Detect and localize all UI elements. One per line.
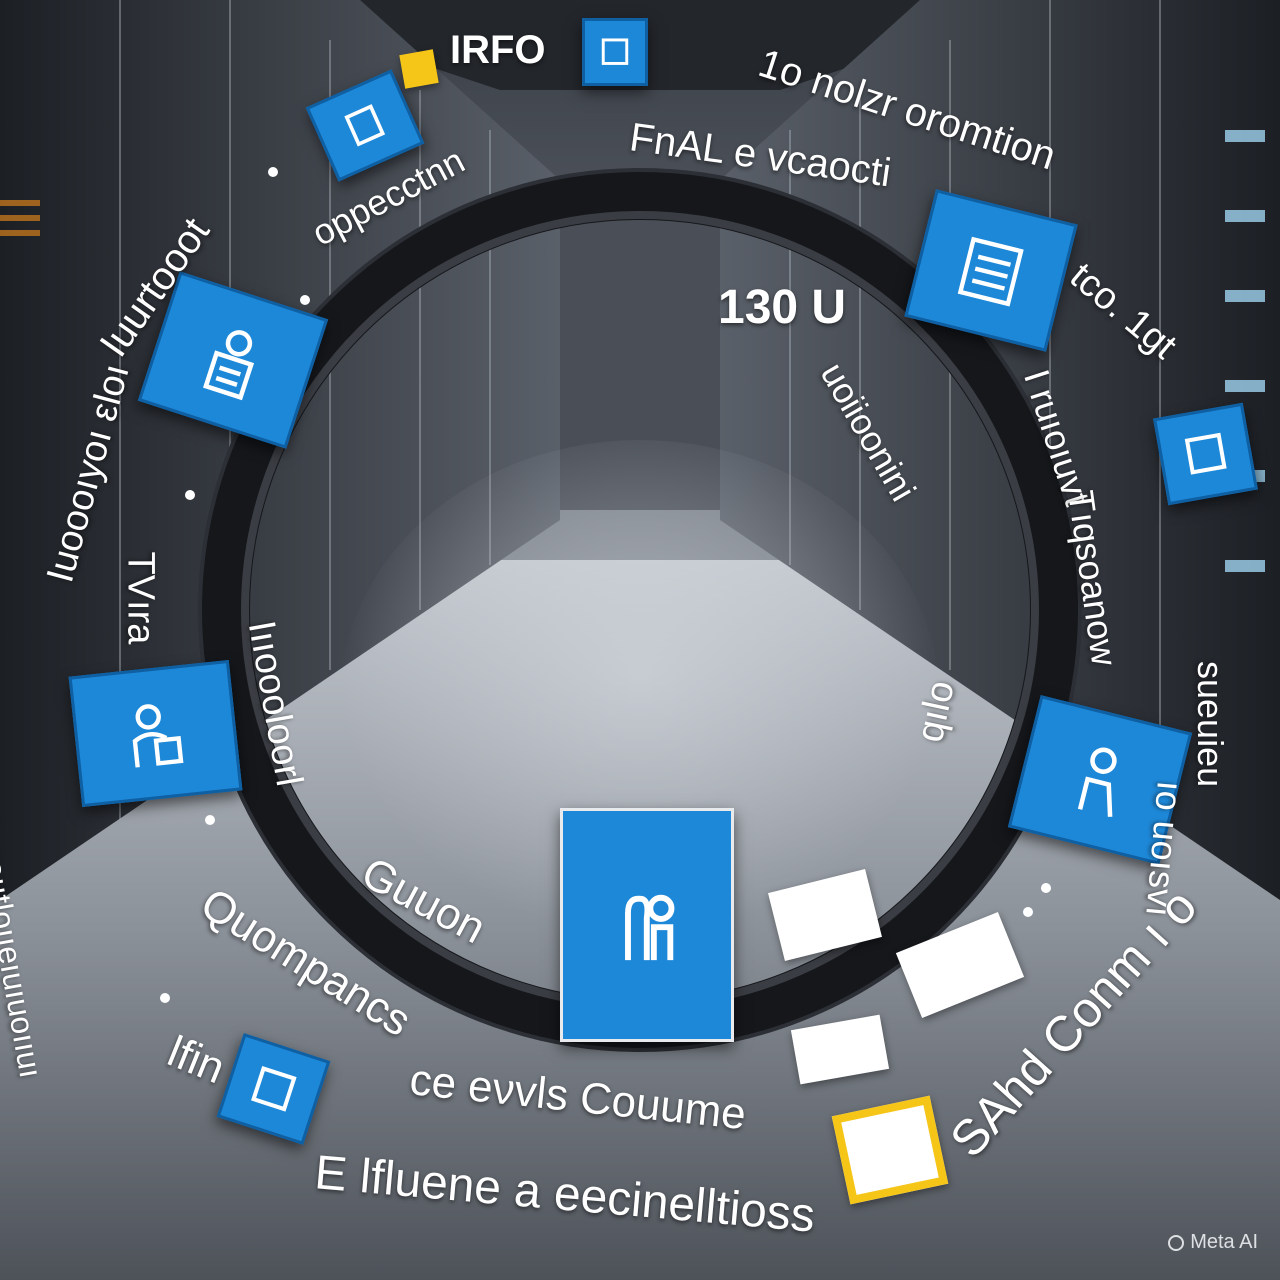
person-seated-icon — [1077, 746, 1117, 817]
label-130: 130 U — [718, 281, 847, 334]
person-stack-icon — [132, 703, 184, 768]
checklist-icon-small — [1184, 433, 1227, 475]
checklist-icon — [957, 236, 1024, 307]
doc-icon-small — [344, 104, 386, 147]
person-stack-tile-left — [68, 659, 243, 808]
meta-ai-watermark: Meta AI — [1168, 1231, 1258, 1254]
meta-ai-label: Meta AI — [1190, 1231, 1258, 1253]
report-tile-center — [560, 808, 734, 1042]
label-left-inner-v: TVıra — [119, 551, 162, 645]
label-top-info: IRFO — [450, 28, 546, 72]
image-doc-icon — [250, 1066, 297, 1112]
small-doc-tile-top — [305, 69, 425, 182]
floor-reflection — [340, 440, 940, 960]
document-person-icon — [202, 329, 254, 400]
small-doc-tile-bottom-left — [216, 1033, 331, 1145]
report-icon — [625, 895, 675, 961]
grid-doc-icon — [601, 38, 629, 66]
yellow-badge-top — [399, 49, 439, 89]
decor-dots — [160, 167, 1051, 1003]
label-right-edge: sueuieu — [1190, 661, 1231, 788]
central-ring-inner-edge — [198, 168, 1082, 1052]
document-person-tile — [137, 271, 329, 449]
checklist-tile-right — [904, 189, 1078, 352]
person-stack-tile-right — [1007, 695, 1193, 865]
small-doc-tile-top-right — [582, 18, 648, 86]
meta-ai-ring-icon — [1168, 1234, 1185, 1251]
left-rack-cables — [0, 200, 40, 236]
small-doc-tile-right — [1153, 402, 1258, 506]
